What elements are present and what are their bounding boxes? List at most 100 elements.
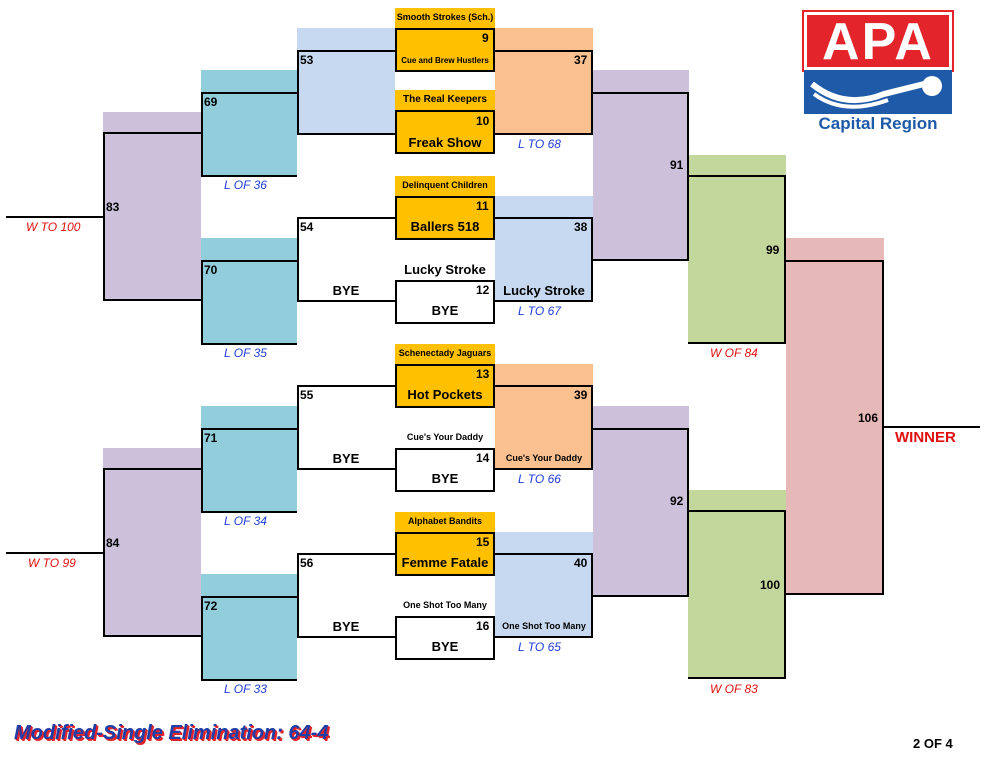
seed-number: 16: [476, 619, 490, 633]
line: [297, 385, 299, 469]
advanced-team: Lucky Stroke: [503, 283, 585, 298]
team-name: BYE: [431, 471, 459, 486]
line: [297, 385, 395, 387]
line: [201, 175, 297, 177]
match-70-box: [201, 260, 297, 344]
line: [495, 553, 593, 555]
note-label: L OF 33: [224, 682, 267, 696]
apa-logo: APA Capital Region: [802, 10, 954, 135]
team-name: Cue's Your Daddy: [406, 432, 484, 442]
line: [495, 133, 593, 135]
seed-number: 15: [476, 535, 490, 549]
team-name: BYE: [431, 639, 459, 654]
line: [688, 175, 786, 177]
match-70-tab: [201, 238, 297, 260]
match-number: 55: [300, 388, 314, 402]
note-label: L TO 67: [518, 304, 561, 318]
line: [6, 552, 103, 554]
cue-ball-icon: [804, 70, 952, 114]
match-99-tab: [688, 155, 786, 175]
line: [297, 217, 395, 219]
advanced-team: Cue's Your Daddy: [505, 453, 583, 463]
line: [884, 426, 980, 428]
line: [591, 217, 593, 301]
team-name: Lucky Stroke: [404, 262, 486, 277]
note-label: L OF 36: [224, 178, 267, 192]
apa-logo-region: Capital Region: [818, 114, 938, 133]
match-83-box: [103, 132, 201, 300]
match-92-box: [593, 428, 689, 596]
note-label: W OF 84: [710, 346, 758, 360]
note-label: W TO 99: [28, 556, 76, 570]
seed-10-top-tab: [395, 90, 495, 110]
line: [201, 428, 203, 512]
match-91-tab: [593, 70, 689, 92]
line: [103, 132, 105, 300]
match-number: 72: [204, 599, 218, 613]
seed-11-slot: [395, 196, 495, 240]
match-number: 71: [204, 431, 218, 445]
bye-label: BYE: [332, 619, 360, 634]
seed-9-top-tab: [395, 8, 495, 28]
match-100-tab: [688, 490, 786, 510]
match-number: 69: [204, 95, 218, 109]
advanced-team: One Shot Too Many: [502, 621, 586, 631]
seed-number: 13: [476, 367, 490, 381]
team-name: The Real Keepers: [403, 94, 487, 105]
line: [201, 260, 297, 262]
line: [297, 50, 299, 134]
line: [687, 428, 689, 596]
match-number: 38: [574, 220, 588, 234]
line: [688, 677, 786, 679]
line: [593, 259, 689, 261]
seed-9-slot: [395, 28, 495, 72]
match-84-box: [103, 468, 201, 636]
match-83-tab: [103, 112, 201, 132]
team-name: BYE: [431, 303, 459, 318]
match-number: 84: [106, 536, 120, 550]
line: [495, 636, 593, 638]
line: [297, 217, 299, 301]
note-label: L TO 66: [518, 472, 561, 486]
seed-15-slot: [395, 532, 495, 576]
match-69-box: [201, 92, 297, 176]
line: [103, 468, 201, 470]
line: [103, 132, 201, 134]
team-name: Cue and Brew Hustlers: [401, 56, 489, 65]
line: [297, 636, 395, 638]
note-label: L OF 35: [224, 346, 267, 360]
match-number: 83: [106, 200, 120, 214]
team-name: Femme Fatale: [401, 555, 489, 570]
match-100-box: [688, 510, 786, 678]
line: [495, 300, 593, 302]
line: [201, 511, 297, 513]
match-number: 39: [574, 388, 588, 402]
match-number: 92: [670, 494, 684, 508]
line: [201, 260, 203, 344]
winner-label: WINNER: [895, 429, 956, 446]
seed-15-top-tab: [395, 512, 495, 532]
line: [297, 553, 395, 555]
line: [103, 299, 201, 301]
line: [201, 428, 297, 430]
line: [495, 50, 593, 52]
match-number: 37: [574, 53, 588, 67]
page-number: 2 OF 4: [913, 736, 953, 751]
match-99-box: [688, 175, 786, 343]
note-label: L OF 34: [224, 514, 267, 528]
bye-label: BYE: [332, 451, 360, 466]
line: [786, 593, 884, 595]
line: [297, 553, 299, 637]
match-39-box: [495, 364, 593, 470]
note-label: W OF 83: [710, 682, 758, 696]
line: [103, 635, 201, 637]
team-name: Schenectady Jaguars: [398, 348, 492, 358]
line: [593, 595, 689, 597]
line: [591, 50, 593, 134]
seed-number: 11: [476, 199, 489, 213]
note-label: W TO 100: [26, 220, 81, 234]
match-number: 100: [760, 578, 781, 592]
team-name: Freak Show: [408, 135, 482, 150]
match-91-box: [593, 92, 689, 260]
